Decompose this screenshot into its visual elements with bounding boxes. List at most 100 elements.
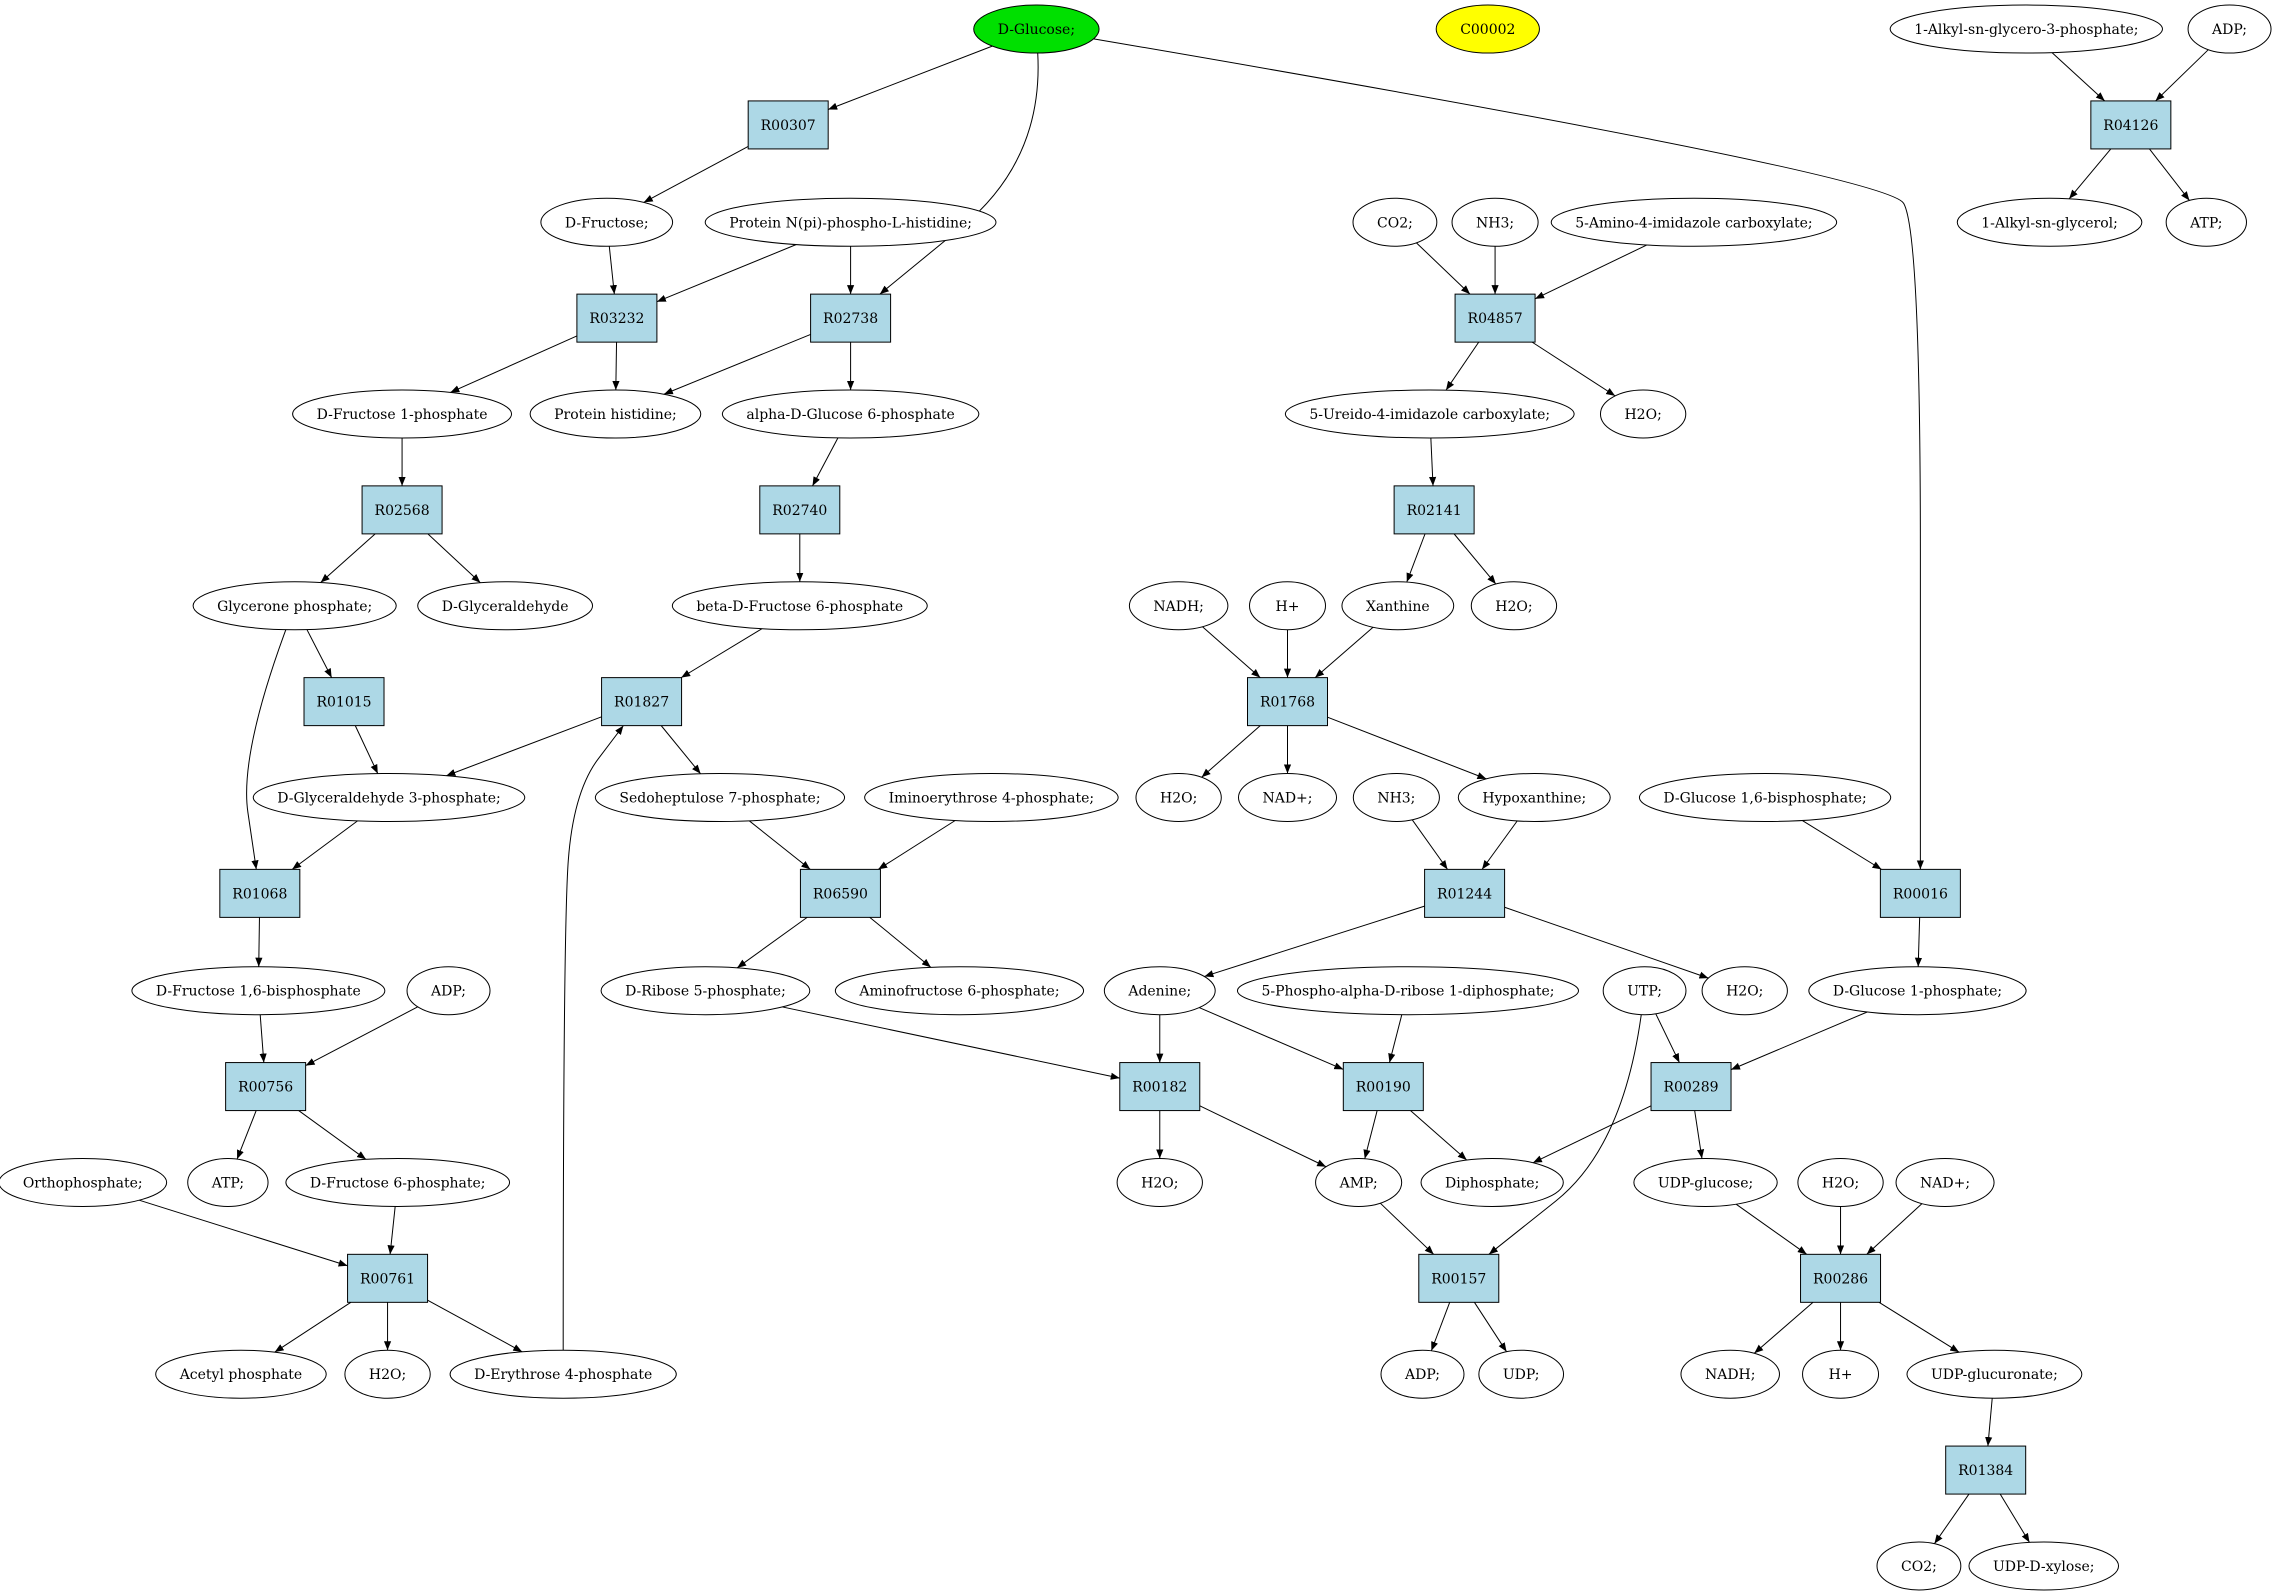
compound-h2o_g: H2O; [344,1349,431,1399]
edge-prpp-to-r00190 [1388,1014,1403,1063]
compound-aica: 5-Amino-4-imidazole carboxylate; [1550,197,1838,247]
compound-ellipse [1451,197,1539,247]
compound-ellipse [1602,966,1687,1016]
compound-ellipse [187,1157,269,1207]
compound-ellipse [1797,1157,1884,1207]
edge-r01384-to-co2-bot [1934,1493,1970,1544]
compound-label: D-Ribose 5-phosphate; [625,984,786,1000]
edge-line [1198,1007,1344,1070]
reaction-box [1650,1062,1732,1112]
reaction-r04126: R04126 [2090,100,2172,150]
compound-xanthine: Xanthine [1341,581,1455,631]
edge-line [259,1014,267,1063]
edge-udpglc-to-r00286 [1735,1203,1808,1255]
compound-label: NAD+; [1920,1175,1970,1191]
edge-line [427,533,481,584]
compound-label: Xanthine [1366,599,1430,615]
reaction-label: R02740 [772,503,827,519]
reaction-r00286: R00286 [1800,1253,1882,1303]
reaction-box [576,293,658,343]
edge-line [298,1110,367,1160]
edge-line [387,1206,396,1255]
edge-line [663,333,811,395]
reaction-box [1393,485,1475,535]
compound-label: UDP-glucose; [1658,1175,1753,1191]
compound-label: NADH; [1153,599,1204,615]
compound-label: D-Fructose 1,6-bisphosphate [156,984,361,1000]
compound-ellipse [292,389,513,439]
edge-line [812,437,839,487]
compound-ellipse [1895,1157,1995,1207]
edge-dglucose-to-r00307 [828,45,993,110]
reaction-box [1247,677,1329,727]
edge-line [1934,1493,1970,1544]
reaction-label: R01827 [614,695,669,711]
compound-adp_top: ADP; [2187,4,2272,54]
compound-acetylp: Acetyl phosphate [155,1349,327,1399]
edge-r02568-to-glyp [320,533,376,583]
compound-ag6p: alpha-D-Glucose 6-phosphate [721,389,980,439]
reaction-r04857: R04857 [1454,293,1536,343]
compound-label: H2O; [1822,1175,1859,1191]
compound-ellipse [1956,197,2143,247]
compound-ellipse [0,1157,168,1207]
compound-label: H2O; [1495,599,1532,615]
edge-aica-to-r04857 [1534,244,1648,300]
compound-ellipse [973,4,1100,54]
edge-r00307-to-dfructose [643,145,749,203]
reaction-box [1342,1062,1424,1112]
reaction-r00016: R00016 [1879,868,1961,918]
edge-f6p-to-r00761 [387,1206,396,1255]
compound-label: UDP; [1503,1367,1540,1383]
compound-label: Protein histidine; [554,407,677,423]
edge-line [869,916,932,968]
reaction-label: R01244 [1437,886,1492,902]
compound-label: UTP; [1627,984,1662,1000]
compound-diphos: Diphosphate; [1420,1157,1564,1207]
edge-glyp-to-r01068 [246,629,287,870]
compound-label: Acetyl phosphate [179,1367,303,1383]
compound-f6p: D-Fructose 6-phosphate; [285,1157,511,1207]
compound-nadh_b: NADH; [1680,1349,1780,1399]
edge-line [255,917,263,967]
reaction-r00289: R00289 [1650,1062,1732,1112]
compound-label: H+ [1276,599,1300,615]
edge-utp-to-r00289 [1655,1013,1680,1063]
compound-label: Protein N(pi)-phospho-L-histidine; [729,215,972,231]
edge-r01015-to-g3p [354,725,379,774]
compound-ellipse [1968,1541,2120,1591]
compound-ellipse [529,389,702,439]
edge-line [877,820,956,870]
compound-atp_mid: ATP; [187,1157,269,1207]
compound-h2o_c: H2O; [1135,773,1222,822]
compound-alkylg: 1-Alkyl-sn-glycerol; [1956,197,2143,247]
edge-r01768-to-hypox [1327,716,1487,780]
edge-r5p-to-r00182 [782,1006,1120,1080]
compound-ellipse [1236,966,1580,1016]
reaction-box [601,677,683,727]
compound-h2o_f: H2O; [1797,1157,1884,1207]
edge-nh3-mid-to-r01244 [1411,819,1448,870]
edge-alkylgp-to-r04126 [2051,52,2106,102]
edge-glyp-to-r01015 [306,629,333,678]
reaction-r06590: R06590 [799,868,881,918]
compound-ellipse [155,1349,327,1399]
edge-r01244-to-h2o-d [1504,906,1709,979]
compound-udp: UDP; [1478,1349,1565,1399]
reaction-label: R01768 [1260,695,1315,711]
compound-label: D-Glyceraldehyde 3-phosphate; [277,791,500,807]
edge-line [1914,917,1923,967]
compound-label: NH3; [1377,791,1415,807]
edge-r01827-to-g3p [446,716,602,777]
compound-label: ADP; [430,984,466,1000]
reaction-r02568: R02568 [361,485,443,535]
edge-line [1388,1014,1403,1063]
reaction-box [810,293,892,343]
compound-e4p: D-Erythrose 4-phosphate [449,1349,677,1399]
compound-label: ATP; [211,1175,244,1191]
edge-line [1411,819,1448,870]
compound-adenine: Adenine; [1103,966,1216,1016]
compound-atp_top: ATP; [2165,197,2247,247]
edge-line [320,533,376,583]
compound-ellipse [192,581,397,631]
